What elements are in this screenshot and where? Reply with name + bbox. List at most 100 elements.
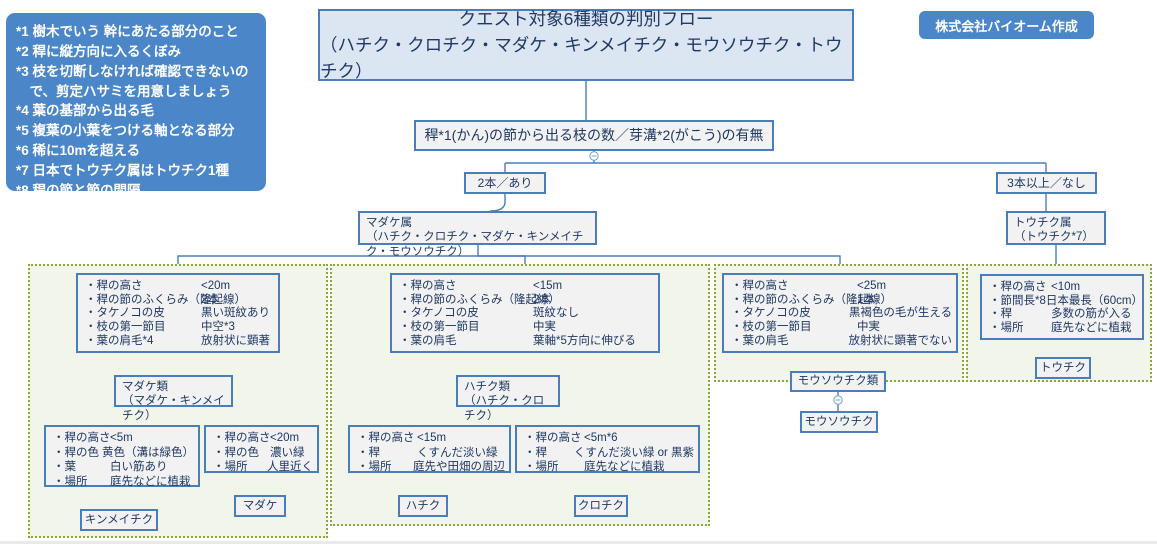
group-madake-rui-members: （マダケ・キンメイチク） [122,395,225,422]
species-node-mousouchiku[interactable]: モウソウチク [800,411,878,433]
attribute-value: <20m [201,279,231,292]
species-node-hachiku[interactable]: ハチク [398,495,448,517]
attribute-key: ・場所 [213,461,248,474]
chart-title-line1: クエスト対象6種類の判別フロー [458,8,714,29]
attributes-kurochiku[interactable]: ・稈の高さ<5m*6・稈くすんだ淡い緑 or 黒紫・場所庭先などに植栽 [515,425,700,473]
attribute-row: ・稈くすんだ淡い緑 or 黒紫 [524,446,694,461]
attribute-key: ・節間長*8 [989,294,1046,307]
attributes-hachiku[interactable]: ・稈の高さ<15m・稈くすんだ淡い緑・場所庭先や田畑の周辺 [348,425,511,473]
attribute-value: 濃い緑 [270,446,305,459]
species-node-touchiku[interactable]: トウチク [1035,357,1091,379]
attribute-row: ・葉の肩毛放射状に顕著でない [731,334,952,348]
attribute-key: ・葉の肩毛 [731,334,789,347]
attribute-row: ・稈の高さ<15m [399,279,654,293]
group-node-mousou-rui[interactable]: モウソウチク類 [790,371,886,392]
attribute-value: 1本 [857,293,875,306]
group-node-madake-rui[interactable]: マダケ類 （マダケ・キンメイチク） [114,375,233,422]
attribute-row: ・稈の節のふくらみ（隆起線）2本 [85,293,274,307]
species-node-madake[interactable]: マダケ [234,495,286,517]
genus-touchiku-name: トウチク属 [1014,217,1072,229]
attribute-key: ・稈の節のふくらみ（隆起線） [399,293,560,306]
attribute-key: ・稈の高さ [85,279,143,292]
attribute-value: 中空*3 [201,321,235,334]
attribute-key: ・稈の色 [53,446,99,459]
genus-madake-members: （ハチク・クロチク・マダケ・キンメイチク・モウソウチク） [366,231,584,258]
attribute-row: ・稈の色黄色（溝は緑色） [53,446,194,461]
attribute-key: ・稈の節のふくらみ（隆起線） [85,293,246,306]
genus-madake-name: マダケ属 [366,217,412,229]
attribute-value: くすんだ淡い緑 [417,446,498,459]
genus-node-touchiku[interactable]: トウチク属 （トウチク*7） [1006,211,1106,245]
attribute-row: ・場所 人里近く [213,460,313,475]
attribute-row: ・稈の高さ <20m [85,279,274,293]
species-node-kurochiku[interactable]: クロチク [574,495,628,517]
attribute-value: 葉軸*5方向に伸びる [533,334,636,347]
attribute-key: ・枝の第一節目 [731,321,812,334]
group-node-hachiku-rui[interactable]: ハチク類 （ハチク・クロチク） [456,375,560,422]
chart-title: クエスト対象6種類の判別フロー （ハチク・クロチク・マダケ・キンメイチク・モウソ… [318,9,854,81]
attribute-key: ・タケノコの皮 [85,307,165,320]
attribute-row: ・稈の高さ<20m [213,431,313,446]
attribute-value: <15m [533,279,563,292]
attribute-value: <5m*6 [584,432,618,445]
footnote-6: *6 稀に10mを超える [16,143,141,159]
attribute-key: ・稈の高さ [989,280,1047,293]
attribute-key: ・葉 [53,461,76,474]
attribute-row: ・枝の第一節目中実 [399,320,654,334]
group-madake-rui-name: マダケ類 [122,381,168,393]
attribute-key: ・稈 [524,446,547,459]
attribute-value: 中実 [857,321,880,334]
attribute-value: 中実 [533,321,556,334]
root-question-node[interactable]: 稈*1(かん)の節から出る枝の数／芽溝*2(がこう)の有無 [414,120,774,151]
attribute-row: ・タケノコの皮黒褐色の毛が生える [731,307,952,321]
attribute-value: 放射状に顕著 [201,334,270,347]
attribute-key: ・枝の第一節目 [85,321,166,334]
attribute-value: <5m [110,432,133,445]
attributes-hachiku-rui[interactable]: ・稈の高さ<15m・稈の節のふくらみ（隆起線）2本・タケノコの皮斑紋なし・枝の第… [390,273,660,353]
credit-badge: 株式会社バイオーム作成 [919,11,1094,39]
branch-label-two-branches[interactable]: 2本／あり [464,172,546,194]
footnote-legend: *1 樹木でいう 幹にあたる部分のこと *2 稈に縦方向に入るくぼみ *3 枝を… [6,13,266,198]
footnote-5: *5 複葉の小葉をつける軸となる部分 [16,123,235,139]
attribute-key: ・稈の高さ [213,432,271,445]
attribute-value: 日本最長（60cm） [1045,294,1143,307]
attribute-value: <20m [270,432,300,445]
attribute-key: ・場所 [989,322,1024,335]
attribute-key: ・稈 [989,308,1012,321]
attribute-value: 庭先などに植栽 [584,461,665,474]
species-node-kinmeichiku[interactable]: キンメイチク [80,509,158,531]
attribute-row: ・稈の節のふくらみ（隆起線）2本 [399,293,654,307]
attribute-key: ・葉の肩毛 [399,334,457,347]
attributes-kinmeichiku[interactable]: ・稈の高さ<5m・稈の色黄色（溝は緑色）・葉白い筋あり・場所庭先などに植栽 [44,425,200,488]
attribute-key: ・稈の高さ [357,432,415,445]
attribute-row: ・葉の肩毛 葉軸*5方向に伸びる [399,334,654,348]
branch-label-three-or-more[interactable]: 3本以上／なし [996,172,1097,194]
attribute-value: 庭先などに植栽 [110,475,191,488]
attribute-value: 2本 [533,293,551,306]
footnote-3: *3 枝を切断しなければ確認できないの [16,63,249,79]
genus-node-madake[interactable]: マダケ属 （ハチク・クロチク・マダケ・キンメイチク・モウソウチク） [358,211,597,258]
attribute-row: ・稈の高さ<5m [53,431,194,446]
attribute-key: ・稈の色 [213,446,259,459]
attribute-key: ・稈の高さ [524,432,582,445]
attribute-row: ・場所庭先などに植栽 [524,460,694,475]
attribute-row: ・稈の高さ <10m [989,280,1138,294]
attributes-madake-rui[interactable]: ・稈の高さ <20m・稈の節のふくらみ（隆起線）2本・タケノコの皮 黒い斑紋あり・枝… [76,273,280,353]
attribute-value: 庭先や田畑の周辺 [413,461,505,474]
attribute-key: ・タケノコの皮 [731,307,811,320]
attribute-key: ・場所 [357,461,392,474]
attribute-value: 黒い斑紋あり [201,307,270,320]
attribute-row: ・枝の第一節目 中実 [731,320,952,334]
footnote-7: *7 日本でトウチク属はトウチク1種 [16,162,230,178]
attribute-row: ・稈くすんだ淡い緑 [357,446,505,461]
attribute-value: 人里近く [267,461,313,474]
genus-touchiku-members: （トウチク*7） [1014,231,1094,244]
attribute-value: <10m [1051,280,1081,293]
attributes-mousou-rui[interactable]: ・稈の高さ<25m・稈の節のふくらみ（隆起線）1本・タケノコの皮黒褐色の毛が生え… [722,273,958,353]
group-hachiku-rui-name: ハチク類 [464,381,510,393]
bottom-divider [0,541,1157,544]
attribute-key: ・場所 [53,475,88,488]
attributes-madake[interactable]: ・稈の高さ<20m・稈の色濃い緑・場所人里近く [204,425,319,473]
